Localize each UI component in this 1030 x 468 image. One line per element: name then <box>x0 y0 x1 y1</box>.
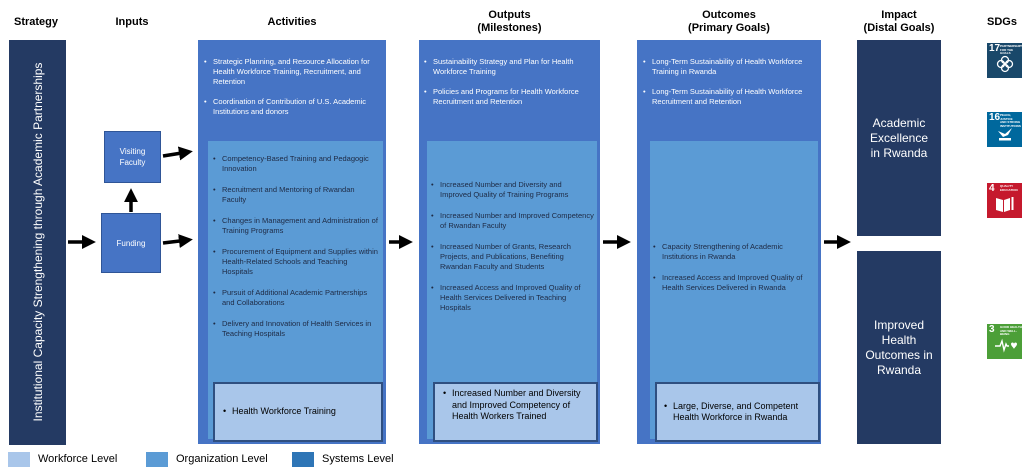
visiting-faculty-box: Visiting Faculty <box>104 131 161 183</box>
funding-label: Funding <box>116 238 146 248</box>
list-item: Large, Diverse, and Competent Health Wor… <box>664 401 818 424</box>
list-item: Procurement of Equipment and Supplies wi… <box>213 247 379 277</box>
header-impact-line2: (Distal Goals) <box>863 22 935 34</box>
sdg-number: 16 <box>989 112 1001 123</box>
legend-label-workforce: Workforce Level <box>38 453 118 465</box>
outcomes-organization-bullets: Capacity Strengthening of Academic Insti… <box>653 242 817 293</box>
funding-box: Funding <box>101 213 161 273</box>
legend-swatch-organization <box>146 452 168 467</box>
list-item: Increased Number and Improved Competency… <box>431 211 595 231</box>
list-item: Capacity Strengthening of Academic Insti… <box>653 242 817 262</box>
header-strategy: Strategy <box>13 16 59 28</box>
visiting-faculty-line2: Faculty <box>119 158 146 167</box>
outputs-systems-list: Sustainability Strategy and Plan for Hea… <box>424 57 596 117</box>
outcomes-systems-list: Long-Term Sustainability of Health Workf… <box>643 57 818 117</box>
dove-gavel-icon <box>998 128 1012 141</box>
impact-academic-text: Academic Excellence in Rwanda <box>869 115 929 160</box>
sdg-label: PARTNERSHIPS FOR THE GOALS <box>1000 44 1024 55</box>
header-inputs: Inputs <box>115 16 149 28</box>
legend-swatch-workforce <box>8 452 30 467</box>
impact-academic-box: Academic Excellence in Rwanda <box>857 40 941 236</box>
sdg-label: GOOD HEALTH AND WELL-BEING <box>1000 325 1022 336</box>
outputs-workforce-bullets: Increased Number and Diversity and Impro… <box>443 388 592 423</box>
list-item: Coordination of Contribution of U.S. Aca… <box>204 97 384 117</box>
header-outcomes-line1: Outcomes <box>702 9 756 21</box>
header-outputs-line1: Outputs <box>488 9 531 21</box>
outputs-organization-bullets: Increased Number and Diversity and Impro… <box>431 180 595 313</box>
list-item: Increased Access and Improved Quality of… <box>653 273 817 293</box>
sdg-16-tile: 16 PEACE, JUSTICE AND STRONG INSTITUTION… <box>987 112 1022 147</box>
activities-systems-bullets: Strategic Planning, and Resource Allocat… <box>204 57 384 117</box>
sdg-number: 3 <box>989 324 995 335</box>
activities-systems-list: Strategic Planning, and Resource Allocat… <box>204 57 384 127</box>
outputs-systems-bullets: Sustainability Strategy and Plan for Hea… <box>424 57 596 107</box>
sdg-label: PEACE, JUSTICE AND STRONG INSTITUTIONS <box>1000 113 1021 128</box>
list-item: Sustainability Strategy and Plan for Hea… <box>424 57 596 77</box>
list-item: Increased Number and Diversity and Impro… <box>431 180 595 200</box>
arrow-funding-to-activities <box>162 234 193 249</box>
header-outcomes-line2: (Primary Goals) <box>688 22 770 34</box>
visiting-faculty-line1: Visiting <box>119 147 146 156</box>
header-impact: Impact (Distal Goals) <box>857 9 941 35</box>
list-item: Competency-Based Training and Pedagogic … <box>213 154 379 174</box>
list-item: Strategic Planning, and Resource Allocat… <box>204 57 384 87</box>
sdg-label: QUALITY EDUCATION <box>1000 184 1018 192</box>
outcomes-systems-bullets: Long-Term Sustainability of Health Workf… <box>643 57 818 107</box>
activities-organization-bullets: Competency-Based Training and Pedagogic … <box>213 154 379 339</box>
legend-label-organization: Organization Level <box>176 453 268 465</box>
sdg-17-tile: 17 PARTNERSHIPS FOR THE GOALS <box>987 43 1024 78</box>
sdg-number: 17 <box>989 43 1001 54</box>
sdg-3-tile: 3 GOOD HEALTH AND WELL-BEING <box>987 324 1022 359</box>
outcomes-workforce-block: Large, Diverse, and Competent Health Wor… <box>655 382 820 442</box>
list-item: Increased Number of Grants, Research Pro… <box>431 242 595 272</box>
header-outcomes: Outcomes (Primary Goals) <box>637 9 821 35</box>
impact-health-text: Improved Health Outcomes in Rwanda <box>865 317 933 377</box>
legend-label-systems: Systems Level <box>322 453 394 465</box>
list-item: Increased Access and Improved Quality of… <box>431 283 595 313</box>
list-item: Increased Number and Diversity and Impro… <box>443 388 592 423</box>
impact-health-box: Improved Health Outcomes in Rwanda <box>857 251 941 444</box>
outcomes-organization-list: Capacity Strengthening of Academic Insti… <box>653 242 817 304</box>
list-item: Changes in Management and Administration… <box>213 216 379 236</box>
sdg-number: 4 <box>989 183 995 194</box>
header-impact-line1: Impact <box>881 9 917 21</box>
list-item: Long-Term Sustainability of Health Workf… <box>643 87 818 107</box>
partnership-flower-icon <box>996 55 1014 73</box>
list-item: Recruitment and Mentoring of Rwandan Fac… <box>213 185 379 205</box>
header-outputs-line2: (Milestones) <box>477 22 542 34</box>
list-item: Long-Term Sustainability of Health Workf… <box>643 57 818 77</box>
list-item: Policies and Programs for Health Workfor… <box>424 87 596 107</box>
header-activities: Activities <box>267 16 317 28</box>
outputs-organization-list: Increased Number and Diversity and Impro… <box>431 180 595 324</box>
activities-workforce-block: Health Workforce Training <box>213 382 383 442</box>
list-item: Health Workforce Training <box>223 406 336 418</box>
heartbeat-icon <box>995 338 1017 353</box>
outcomes-workforce-bullets: Large, Diverse, and Competent Health Wor… <box>664 401 818 424</box>
strategy-block: Institutional Capacity Strengthening thr… <box>9 40 66 445</box>
list-item: Pursuit of Additional Academic Partnersh… <box>213 288 379 308</box>
sdg-4-tile: 4 QUALITY EDUCATION <box>987 183 1022 218</box>
header-sdgs: SDGs <box>987 16 1017 28</box>
list-item: Delivery and Innovation of Health Servic… <box>213 319 379 339</box>
activities-organization-list: Competency-Based Training and Pedagogic … <box>213 154 379 350</box>
book-pencil-icon <box>996 197 1014 212</box>
header-outputs: Outputs (Milestones) <box>419 9 600 35</box>
outputs-workforce-block: Increased Number and Diversity and Impro… <box>433 382 598 442</box>
activities-workforce-bullets: Health Workforce Training <box>223 406 336 418</box>
legend-swatch-systems <box>292 452 314 467</box>
arrow-visiting-to-activities <box>162 146 193 161</box>
